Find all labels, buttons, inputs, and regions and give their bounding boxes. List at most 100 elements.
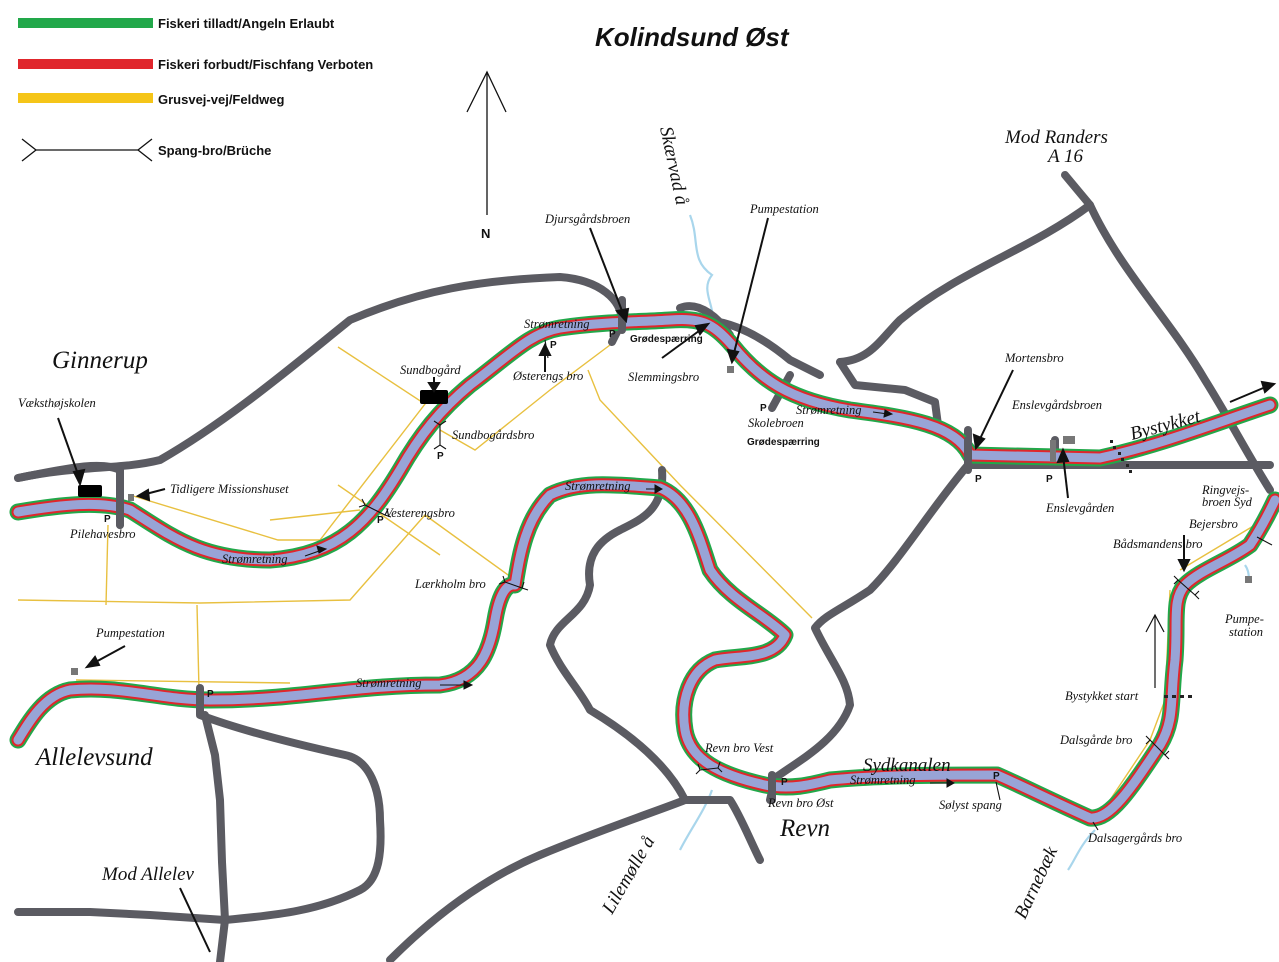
parking-skolebroen: P [760, 403, 767, 414]
pumpestation-north-icon [727, 366, 734, 373]
ginnerup-label: Ginnerup [52, 347, 148, 374]
missionshuset-building-icon [128, 494, 134, 501]
legend-bridge-icon [21, 138, 153, 162]
creeks [679, 214, 1252, 871]
canals [9, 311, 1279, 827]
laerkholm-bridge-icon [498, 575, 529, 591]
stromretning-6-label: Strømretning [850, 773, 916, 787]
legend-label-allowed: Fiskeri tilladt/Angeln Erlaubt [158, 16, 335, 31]
djursgardsbroen-label: Djursgårdsbroen [544, 212, 630, 226]
revn-bro-vest-label: Revn bro Vest [704, 741, 774, 755]
stromretning-5-label: Strømretning [356, 676, 422, 690]
pumpestation-west-label: Pumpestation [95, 626, 165, 640]
bejersbro-bridge-icon [1256, 536, 1273, 546]
legend-swatch-gravel [18, 93, 153, 103]
pumpestation-east-icon [1245, 576, 1252, 583]
parking-markers: P P P P P P P P P P P [104, 329, 1053, 788]
parking-djursgard: P [609, 329, 616, 340]
feature-labels: Væksthøjskolen Tidligere Missionshuset P… [18, 202, 1264, 845]
ringvejsbroen-label-1: Ringvejs- [1201, 483, 1249, 497]
parking-allelev: P [207, 689, 214, 700]
allelevsund-label: Allelevsund [34, 744, 153, 771]
vesterengsbro-bridge-icon [358, 498, 392, 518]
stromretning-1-label: Strømretning [222, 552, 288, 566]
legend-label-forbidden: Fiskeri forbudt/Fischfang Verboten [158, 57, 373, 72]
mortensbro-label: Mortensbro [1004, 351, 1064, 365]
parking-osterengs: P [550, 340, 557, 351]
sundbogardsbro-bridge-icon [433, 420, 447, 450]
skolebroen-label: Skolebroen [748, 416, 804, 430]
parking-solyst: P [993, 771, 1000, 782]
bystykket-start-label: Bystykket start [1065, 689, 1139, 703]
legend: Fiskeri tilladt/Angeln Erlaubt Fiskeri f… [18, 16, 373, 162]
north-canal-water [13, 315, 1275, 565]
ringvejsbroen-label-2: broen Syd [1202, 495, 1253, 509]
lilemolle-aa-label: Lilemølle å [598, 832, 660, 918]
north-canal-bank-allowed [9, 311, 1279, 569]
pumpestation-west-icon [71, 668, 78, 675]
legend-swatch-allowed [18, 18, 153, 28]
slemmingsbro-label: Slemmingsbro [628, 370, 699, 384]
flow-arrows [304, 409, 956, 788]
parking-sundbogard: P [437, 451, 444, 462]
south-canal-bank-allowed [9, 476, 1279, 827]
grodesparring-1-label: Grødespærring [630, 334, 703, 345]
north-canal-bank-forbidden [11, 313, 1277, 567]
sundbogardsbro-label: Sundbogårdsbro [452, 428, 534, 442]
sundbogard-building-icon [420, 390, 448, 404]
pumpestation-north-label: Pumpestation [749, 202, 819, 216]
parking-vestereng: P [377, 515, 384, 526]
badsmandens-bridge-icon [1173, 575, 1200, 600]
parking-revn: P [781, 777, 788, 788]
pointer-arrows [57, 217, 1277, 953]
a16-label: A 16 [1046, 146, 1084, 167]
legend-label-gravel: Grusvej-vej/Feldweg [158, 92, 284, 107]
grodesparring-2-label: Grødespærring [747, 437, 820, 448]
mod-allelev-label: Mod Allelev [101, 864, 195, 885]
gravel-roads [17, 344, 1256, 821]
laerkholm-bro-label: Lærkholm bro [414, 577, 486, 591]
barnebaek-label: Barnebæk [1010, 843, 1062, 922]
vesterengsbro-label: Vesterengsbro [385, 506, 455, 520]
pumpe-label-1: Pumpe- [1224, 612, 1264, 626]
vaeksthojskolen-label: Væksthøjskolen [18, 396, 96, 410]
enslevgarden-label: Enslevgården [1045, 501, 1114, 515]
north-label: N [481, 226, 490, 241]
stromretning-2-label: Strømretning [524, 317, 590, 331]
dotted-markers [1110, 440, 1192, 698]
skaervad-aa-label: Skærvad å [655, 125, 692, 207]
dalsgarde-bro-label: Dalsgårde bro [1059, 733, 1132, 747]
south-canal-bank-forbidden [11, 478, 1279, 825]
solyst-spang-label: Sølyst spang [939, 798, 1002, 812]
dalsagergards-bridge-icon [1092, 821, 1099, 831]
pumpe-label-2: station [1229, 625, 1263, 639]
osterengs-bro-label: Østerengs bro [512, 369, 583, 383]
enslevgardsbroen-label: Enslevgårdsbroen [1011, 398, 1102, 412]
roads [14, 171, 1274, 962]
stromretning-3-label: Strømretning [796, 403, 862, 417]
parking-pilehave: P [104, 514, 111, 525]
parking-enslevgard: P [1046, 474, 1053, 485]
map-title: Kolindsund Øst [595, 22, 790, 52]
legend-label-bridge: Spang-bro/Brüche [158, 143, 271, 158]
bejersbro-label: Bejersbro [1189, 517, 1238, 531]
legend-swatch-forbidden [18, 59, 153, 69]
mod-randers-label: Mod Randers [1004, 127, 1108, 148]
vaeksthojskolen-building-icon [78, 485, 102, 497]
sundbogard-label: Sundbogård [400, 363, 461, 377]
enslevgarden-shed-icon [1050, 440, 1056, 462]
badsmandens-bro-label: Bådsmandens bro [1113, 537, 1202, 551]
enslevgarden-building-icon [1063, 436, 1075, 444]
tidligere-missionshuset-label: Tidligere Missionshuset [170, 482, 289, 496]
dalsgarde-bridge-icon [1145, 735, 1170, 760]
stromretning-4-label: Strømretning [565, 479, 631, 493]
revn-label: Revn [779, 815, 830, 842]
parking-mortensbro: P [975, 474, 982, 485]
solyst-spang-bridge-icon [995, 781, 1001, 801]
south-canal-water [13, 480, 1279, 823]
revn-bro-vest-bridge-icon [695, 761, 723, 775]
pilehavesbro-label: Pilehavesbro [69, 527, 136, 541]
north-arrow-icon [466, 70, 507, 215]
markers [71, 366, 1252, 675]
